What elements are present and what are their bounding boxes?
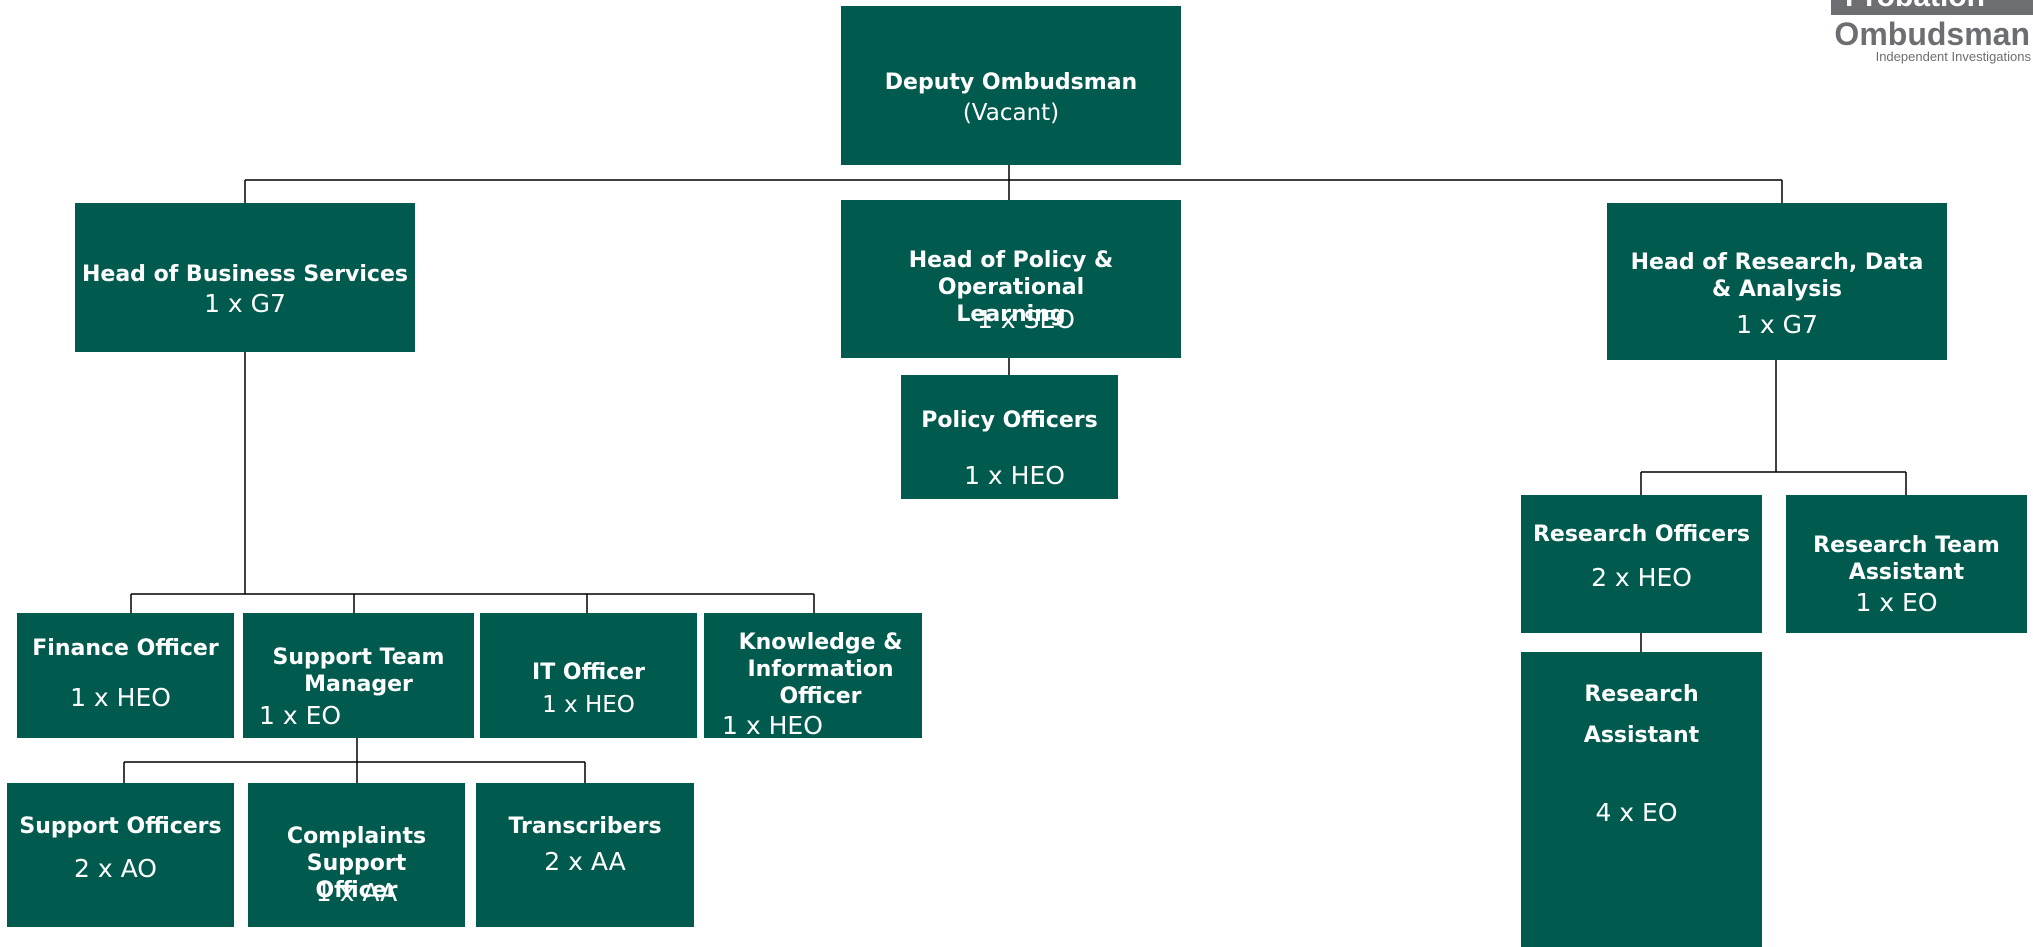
box-deputy-ombudsman: Deputy Ombudsman (Vacant) xyxy=(841,6,1181,165)
box-research-officers-title: Research Officers xyxy=(1532,522,1751,547)
box-finance-officer-title: Finance Officer xyxy=(32,636,219,661)
connector-business xyxy=(130,352,815,613)
box-head-business-services-title: Head of Business Services xyxy=(82,262,408,287)
box-transcribers-grade: 2 x AA xyxy=(544,847,626,876)
logo-bar: Probation xyxy=(1831,0,2033,15)
box-support-team-manager: Support Team Manager 1 x EO xyxy=(243,613,474,738)
box-it-officer-grade: 1 x HEO xyxy=(542,692,635,718)
box-it-officer-title: IT Officer xyxy=(532,660,645,685)
box-transcribers: Transcribers 2 x AA xyxy=(476,783,694,927)
box-transcribers-title: Transcribers xyxy=(508,814,662,839)
box-finance-officer-grade: 1 x HEO xyxy=(70,683,171,712)
box-head-policy: Head of Policy & Operational Learning 1 … xyxy=(841,200,1181,358)
box-complaints-support-officer-grade: 1 x AA xyxy=(315,878,398,907)
box-research-officers: Research Officers 2 x HEO xyxy=(1521,495,1762,633)
box-it-officer: IT Officer 1 x HEO xyxy=(480,613,697,738)
box-deputy-ombudsman-title: Deputy Ombudsman xyxy=(884,70,1138,95)
box-support-officers-title: Support Officers xyxy=(19,814,222,839)
box-head-business-services-grade: 1 x G7 xyxy=(204,289,286,318)
box-head-research: Head of Research, Data & Analysis 1 x G7 xyxy=(1607,203,1947,360)
box-research-team-assistant-grade: 1 x EO xyxy=(1855,588,1938,617)
box-research-assistant: Research Assistant 4 x EO xyxy=(1521,652,1762,947)
box-policy-officers: Policy Officers 1 x HEO xyxy=(901,375,1118,499)
box-research-team-assistant: Research Team Assistant 1 x EO xyxy=(1786,495,2027,633)
box-support-officers-grade: 2 x AO xyxy=(74,854,157,883)
connector-research xyxy=(1640,360,1907,652)
box-support-officers: Support Officers 2 x AO xyxy=(7,783,234,927)
box-head-research-title: Head of Research, Data & Analysis xyxy=(1630,250,1924,302)
box-research-team-assistant-title: Research Team Assistant xyxy=(1813,533,2000,585)
box-head-business-services: Head of Business Services 1 x G7 xyxy=(75,203,415,352)
logo-line1: Probation xyxy=(1845,0,1985,14)
ombudsman-logo: Probation Ombudsman Independent Investig… xyxy=(1826,0,2033,70)
box-support-team-manager-grade: 1 x EO xyxy=(259,701,342,730)
connector-support-manager xyxy=(123,738,586,783)
box-deputy-ombudsman-grade: (Vacant) xyxy=(962,100,1060,126)
connector-deputy xyxy=(244,165,1783,203)
box-support-team-manager-title: Support Team Manager xyxy=(272,645,445,697)
logo-name: Ombudsman xyxy=(1834,16,2030,52)
box-knowledge-officer: Knowledge & Information Officer 1 x HEO xyxy=(704,613,922,738)
box-research-assistant-grade: 4 x EO xyxy=(1595,798,1678,827)
box-research-assistant-title: Research Assistant xyxy=(1583,682,1700,748)
box-head-policy-grade: 1 x SEO xyxy=(977,305,1075,334)
logo-tagline: Independent Investigations xyxy=(1875,49,2031,64)
box-head-research-grade: 1 x G7 xyxy=(1736,310,1818,339)
box-complaints-support-officer: Complaints Support Officer 1 x AA xyxy=(248,783,465,927)
box-knowledge-officer-title: Knowledge & Information Officer xyxy=(738,630,903,709)
box-policy-officers-title: Policy Officers xyxy=(921,408,1098,433)
box-policy-officers-grade: 1 x HEO xyxy=(964,461,1065,490)
connector-lines xyxy=(123,165,1907,783)
box-knowledge-officer-grade: 1 x HEO xyxy=(722,711,823,738)
box-head-policy-title: Head of Policy & Operational Learning xyxy=(908,248,1114,327)
box-research-officers-grade: 2 x HEO xyxy=(1591,563,1692,592)
box-complaints-support-officer-title: Complaints Support Officer xyxy=(286,824,427,903)
box-finance-officer: Finance Officer 1 x HEO xyxy=(17,613,234,738)
